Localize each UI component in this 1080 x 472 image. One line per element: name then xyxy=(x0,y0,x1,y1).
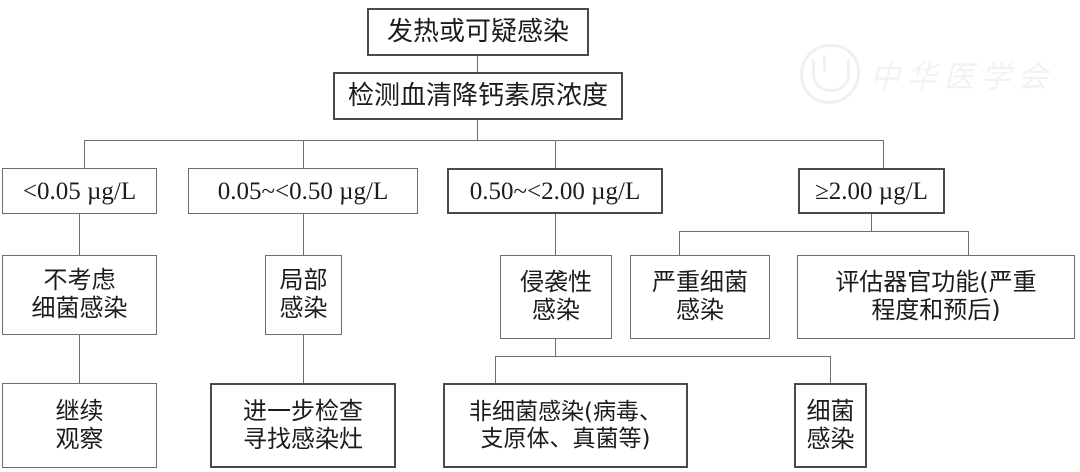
node-invasive-infection[interactable]: 侵袭性 感染 xyxy=(500,255,612,339)
watermark: 中华医学会 xyxy=(800,44,1050,104)
node-label: 局部 感染 xyxy=(279,266,328,322)
node-label: 0.50~<2.00 µg/L xyxy=(469,177,641,205)
connector-no-bacterial-to-observe xyxy=(79,335,80,383)
node-label: 检测血清降钙素原浓度 xyxy=(347,80,608,111)
node-severe-bacterial-infection[interactable]: 严重细菌 感染 xyxy=(630,255,770,339)
node-level-0-50-to-2-00[interactable]: 0.50~<2.00 µg/L xyxy=(447,168,663,214)
node-label: 发热或可疑感染 xyxy=(386,16,569,47)
connector-level4-split-bar xyxy=(679,231,969,232)
node-label: <0.05 µg/L xyxy=(22,177,137,205)
node-level-0-05-to-0-50[interactable]: 0.05~<0.50 µg/L xyxy=(188,168,418,214)
connector-bar-to-level1 xyxy=(84,140,85,168)
connector-split-to-organ-assessment xyxy=(968,231,969,255)
node-label: 继续 观察 xyxy=(55,396,104,453)
node-label: 侵袭性 感染 xyxy=(520,268,592,324)
node-further-examination[interactable]: 进一步检查 寻找感染灶 xyxy=(210,383,396,468)
connector-level3-to-invasive xyxy=(555,214,556,255)
node-measure-serum-pct[interactable]: 检测血清降钙素原浓度 xyxy=(333,72,623,120)
connector-bar-to-level4 xyxy=(883,140,884,168)
connector-bar-to-level3 xyxy=(555,140,556,168)
connector-bar-to-level2 xyxy=(303,140,304,168)
node-label: 评估器官功能(严重 程度和预后) xyxy=(835,268,1037,324)
connector-invasive-to-split xyxy=(555,339,556,356)
connector-split-to-severe-bacterial xyxy=(679,231,680,255)
node-fever-or-suspected-infection[interactable]: 发热或可疑感染 xyxy=(367,8,589,56)
node-level-below-0-05[interactable]: <0.05 µg/L xyxy=(2,168,157,214)
node-label: 0.05~<0.50 µg/L xyxy=(217,177,389,205)
node-label: 进一步检查 寻找感染灶 xyxy=(243,396,363,453)
connector-title-to-test xyxy=(477,56,478,80)
node-label: 非细菌感染(病毒、 支原体、真菌等) xyxy=(469,398,662,452)
connector-test-to-bar xyxy=(477,120,478,141)
node-label: ≥2.00 µg/L xyxy=(815,177,928,205)
node-bacterial-infection[interactable]: 细菌 感染 xyxy=(794,383,867,468)
node-local-infection[interactable]: 局部 感染 xyxy=(265,255,342,335)
connector-split-to-non-bacterial xyxy=(495,356,496,383)
connector-split-to-bacterial xyxy=(830,356,831,383)
connector-level4-to-split xyxy=(871,214,872,231)
node-organ-function-assessment[interactable]: 评估器官功能(严重 程度和预后) xyxy=(797,255,1075,339)
connector-level1-to-no-bacterial xyxy=(79,214,80,255)
node-non-bacterial-infection[interactable]: 非细菌感染(病毒、 支原体、真菌等) xyxy=(443,383,688,468)
watermark-text: 中华医学会 xyxy=(870,60,1055,95)
connector-invasive-split-bar xyxy=(495,356,831,357)
connector-local-to-further-exam xyxy=(303,335,304,383)
node-no-bacterial-infection[interactable]: 不考虑 细菌感染 xyxy=(2,255,157,335)
node-label: 不考虑 细菌感染 xyxy=(31,266,128,322)
node-label: 细菌 感染 xyxy=(806,396,855,453)
node-continue-observation[interactable]: 继续 观察 xyxy=(2,383,157,468)
connector-level2-to-local xyxy=(303,214,304,255)
connector-level-distribution-bar xyxy=(84,140,884,141)
node-label: 严重细菌 感染 xyxy=(652,268,748,324)
node-level-at-least-2-00[interactable]: ≥2.00 µg/L xyxy=(798,168,945,214)
seal-logo-icon xyxy=(800,44,860,104)
